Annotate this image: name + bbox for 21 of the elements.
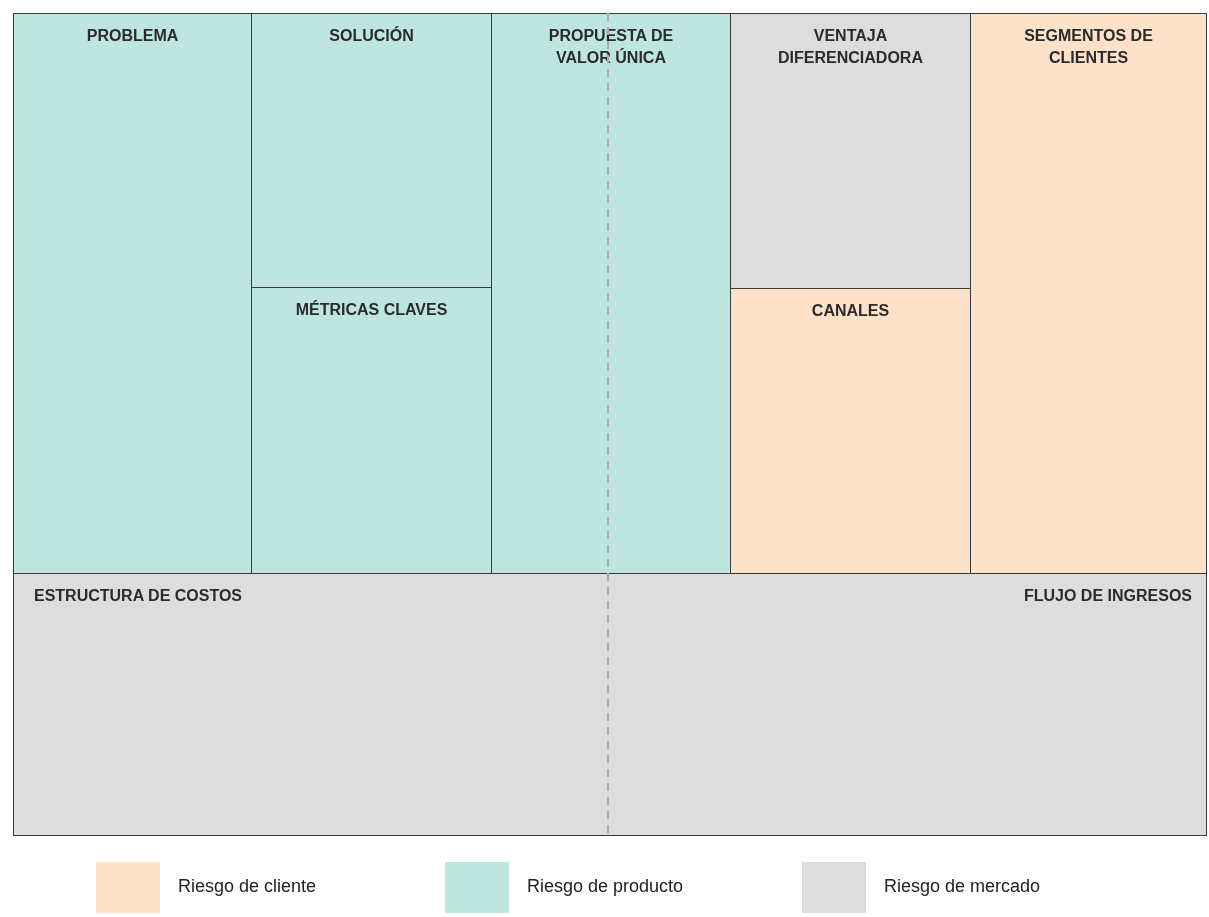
- canvas-section: [730, 13, 971, 289]
- section-title: SOLUCIÓN: [328, 25, 415, 46]
- section-title: VENTAJA DIFERENCIADORA: [777, 26, 924, 68]
- section-title: PROPUESTA DE VALOR ÚNICA: [547, 26, 675, 68]
- legend-label: Riesgo de cliente: [178, 876, 317, 897]
- section-title: CANALES: [810, 301, 891, 321]
- canvas-section: [251, 13, 492, 288]
- canvas-band: [13, 573, 609, 836]
- section-title: SEGMENTOS DE CLIENTES: [1023, 26, 1154, 68]
- section-title: ESTRUCTURA DE COSTOS: [34, 586, 242, 606]
- canvas-section: [13, 13, 252, 574]
- legend-label: Riesgo de producto: [527, 876, 684, 897]
- canvas-section: [491, 13, 731, 574]
- section-title: MÉTRICAS CLAVES: [294, 299, 449, 320]
- canvas-section: [251, 287, 492, 574]
- canvas-section: [730, 288, 971, 574]
- section-title: FLUJO DE INGRESOS: [1023, 586, 1192, 606]
- section-title: PROBLEMA: [85, 26, 180, 46]
- legend-label: Riesgo de mercado: [884, 876, 1041, 897]
- canvas-band: [608, 573, 1207, 836]
- canvas-section: [970, 13, 1207, 574]
